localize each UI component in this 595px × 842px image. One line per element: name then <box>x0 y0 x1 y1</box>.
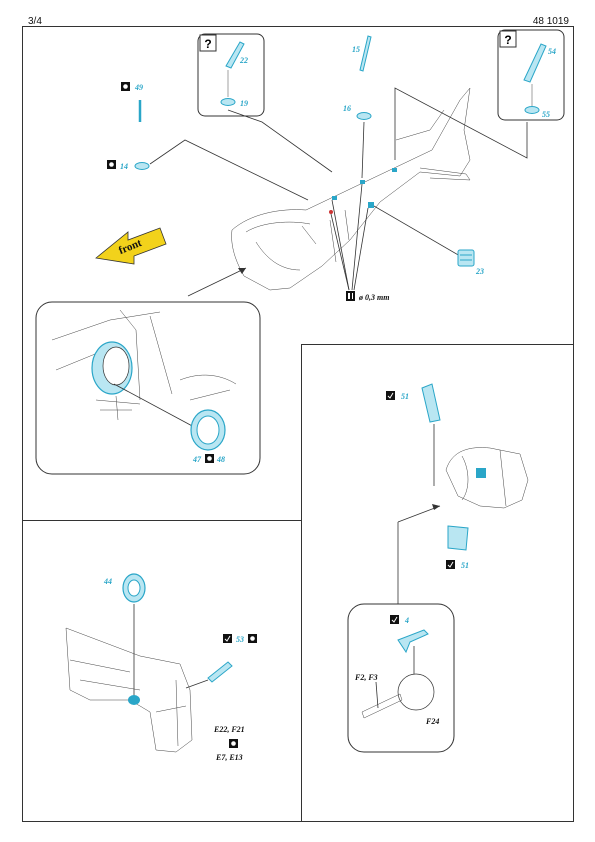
part-15-drawing <box>359 35 372 72</box>
panel-divider-right <box>301 344 574 822</box>
part-4-icon <box>390 615 399 624</box>
part-53-icon <box>223 634 232 643</box>
part-51b-icon <box>446 560 455 569</box>
part-51a-drawing <box>421 383 441 423</box>
option-icon-2 <box>499 30 517 48</box>
part-16-drawing <box>356 112 372 120</box>
part-53-drawing <box>207 661 233 683</box>
part-label-47: 47 <box>192 455 202 464</box>
option-box-1 <box>197 33 265 117</box>
detail-box-47-48 <box>35 301 261 475</box>
option-icon <box>199 34 217 52</box>
fuselage-drawing <box>231 87 471 291</box>
kit-label-e7e13: E7, E13 <box>215 753 243 762</box>
part-label-51a: 51 <box>401 392 409 401</box>
gear-leg-drawing <box>65 627 193 753</box>
canopy-detail-drawing <box>51 309 237 421</box>
part-label-55: 55 <box>542 110 550 119</box>
kit-label-e22f21: E22, F21 <box>213 725 245 734</box>
part-54-drawing <box>523 43 547 83</box>
part-4-drawing <box>397 629 429 654</box>
part-47-48-drawing <box>190 409 226 451</box>
part-label-53: 53 <box>236 635 244 644</box>
mark-2 <box>360 180 365 184</box>
part-label-48: 48 <box>216 455 225 464</box>
front-arrow <box>95 227 167 265</box>
mark-3 <box>392 168 397 172</box>
document-number: 48 1019 <box>532 16 569 27</box>
part-14-drawing <box>134 162 150 170</box>
part-label-19: 19 <box>240 99 248 108</box>
engine-detail-drawing <box>445 447 529 509</box>
detail-box-4 <box>347 603 455 753</box>
part-label-22: 22 <box>239 56 248 65</box>
drill-size-label: ø 0,3 mm <box>358 293 389 302</box>
part-label-16: 16 <box>343 104 351 113</box>
drill-mark <box>329 210 333 214</box>
part-label-23: 23 <box>475 267 484 276</box>
part-23-drawing <box>457 249 475 267</box>
part-19-drawing <box>220 98 236 106</box>
part-51b-drawing <box>447 525 469 551</box>
mark-1 <box>332 196 337 200</box>
page-number: 3/4 <box>28 16 42 27</box>
part-label-4: 4 <box>404 616 409 625</box>
option-question-mark-2: ? <box>504 33 511 47</box>
drill-icon <box>346 291 355 301</box>
part-label-44: 44 <box>103 577 112 586</box>
part-label-49: 49 <box>134 83 143 92</box>
part-label-15: 15 <box>352 45 360 54</box>
kit-label-f2f3: F2, F3 <box>354 673 378 682</box>
part-label-54: 54 <box>548 47 556 56</box>
part-22-drawing <box>225 41 245 69</box>
part-51a-icon <box>386 391 395 400</box>
pitot-detail-drawing <box>361 673 435 719</box>
part-55-drawing <box>524 106 540 114</box>
part-label-51b: 51 <box>461 561 469 570</box>
part-label-14: 14 <box>120 162 128 171</box>
option-question-mark: ? <box>204 37 211 51</box>
kit-label-f24: F24 <box>425 717 439 726</box>
mark-4 <box>368 202 374 208</box>
